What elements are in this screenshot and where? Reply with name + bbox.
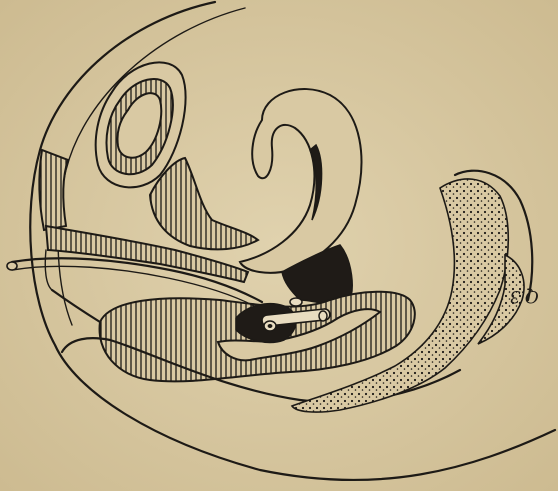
catheter-opening: [7, 262, 17, 270]
figure-label: Q.3: [510, 286, 539, 306]
anterior-wall: [39, 150, 68, 230]
